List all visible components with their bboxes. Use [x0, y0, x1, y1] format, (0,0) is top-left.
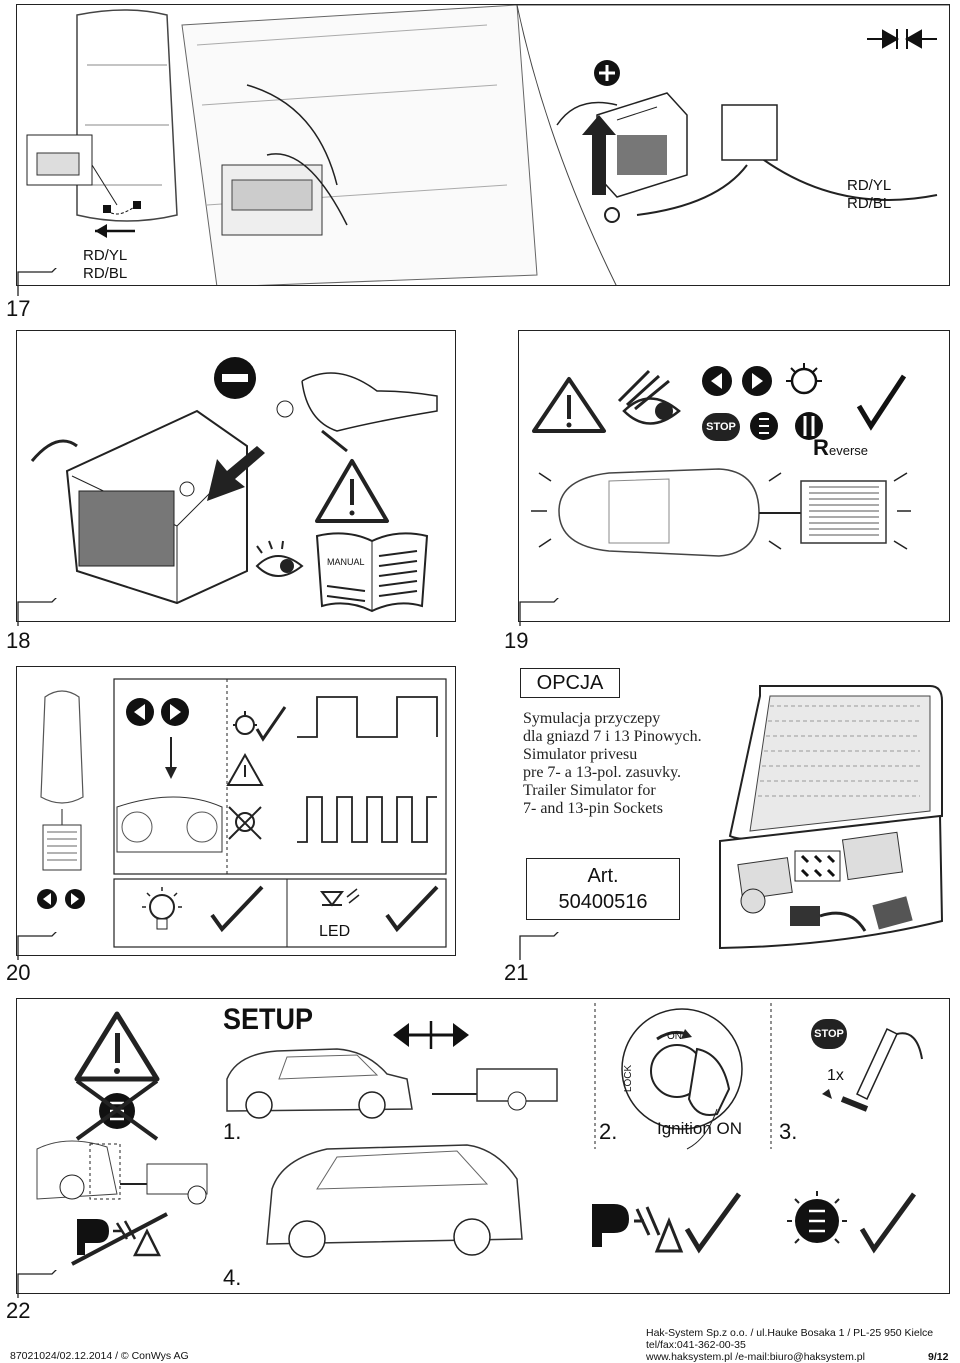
lock-label: LOCK — [623, 1064, 635, 1093]
footer-company-address: Hak-System Sp.z o.o. / ul.Hauke Bosaka 1… — [646, 1327, 934, 1339]
step-number-19: 19 — [504, 628, 529, 653]
setup-step-4: 4. — [223, 1265, 242, 1290]
page-number: 9/12 — [928, 1351, 949, 1363]
wire-labels-right: RD/YL RD/BL — [847, 177, 891, 213]
desc-line-5: Trailer Simulator for — [523, 782, 656, 799]
setup-illustration — [36, 1003, 923, 1266]
wire-label-blue-right: RD/BL — [847, 195, 892, 212]
light-check-illustration — [531, 363, 911, 557]
setup-step-2: 2. — [599, 1119, 618, 1144]
simulator-case-illustration — [719, 685, 944, 950]
step-number-18: 18 — [6, 628, 31, 653]
wire-label-blue: RD/BL — [83, 265, 128, 282]
step-20-corner — [17, 932, 57, 960]
desc-line-2: dla gniazd 7 i 13 Pinowych. — [523, 728, 702, 745]
step-number-20: 20 — [6, 960, 31, 985]
led-label: LED — [319, 923, 351, 940]
stop-badge: STOP — [702, 413, 740, 441]
footer-web: www.haksystem.pl /e-mail:biuro@haksystem… — [646, 1351, 865, 1363]
stop-badge-22: STOP — [811, 1019, 847, 1049]
footer-company: Hak-System Sp.z o.o. / ul.Hauke Bosaka 1… — [646, 1327, 933, 1363]
setup-step-1: 1. — [223, 1119, 242, 1144]
step-21-panel: OPCJA Symulacja przyczepy dla gniazd 7 i… — [518, 666, 950, 956]
step-19-corner — [519, 598, 559, 626]
product-description: Symulacja przyczepy dla gniazd 7 i 13 Pi… — [523, 710, 702, 818]
footer-doc-code: 87021024/02.12.2014 / © ConWys AG — [10, 1350, 189, 1362]
desc-line-3: Simulator privesu — [523, 746, 638, 763]
press-count: 1x — [827, 1067, 844, 1084]
wire-label-yellow-right: RD/YL — [847, 177, 892, 194]
step-18-corner — [17, 598, 57, 626]
desc-line-6: 7- and 13-pin Sockets — [523, 800, 663, 817]
step-18-panel: MANUAL — [16, 330, 456, 622]
option-label: OPCJA — [536, 671, 604, 694]
reverse-label: everse — [829, 443, 869, 458]
step-number-22: 22 — [6, 1298, 31, 1323]
step-22-panel: SETUP 1. 2. Ignition ON 3. 4. LOCK ON ST… — [16, 998, 950, 1294]
setup-step-3: 3. — [779, 1119, 798, 1144]
article-label: Art. — [587, 865, 619, 887]
option-box: OPCJA — [520, 668, 620, 698]
article-box: Art. 50400516 — [526, 858, 680, 920]
manual-label: MANUAL — [327, 557, 365, 567]
step-20-panel: LED — [16, 666, 456, 956]
step-21-corner — [519, 932, 559, 960]
step-19-panel: STOP R everse — [518, 330, 950, 622]
desc-line-4: pre 7- a 13-pol. zasuvky. — [523, 764, 682, 781]
step-number-21: 21 — [504, 960, 529, 985]
reverse-letter: R — [813, 435, 829, 460]
wire-labels-left: RD/YL RD/BL — [83, 247, 127, 283]
engine-bay-illustration — [26, 5, 949, 285]
battery-disconnect-illustration — [30, 357, 438, 613]
ignition-label: Ignition ON — [657, 1119, 743, 1138]
wire-label-yellow: RD/YL — [83, 247, 128, 264]
desc-line-1: Symulacja przyczepy — [523, 710, 661, 727]
step-17-corner — [17, 268, 57, 296]
signal-pattern-illustration — [37, 678, 447, 948]
article-number: 50400516 — [558, 891, 648, 913]
setup-title: SETUP — [223, 1003, 314, 1036]
footer-phone: tel/fax:041-362-00-35 — [646, 1339, 746, 1351]
step-number-17: 17 — [6, 296, 31, 321]
step-17-panel: RD/YL RD/BL RD/YL RD/BL — [16, 4, 950, 286]
on-label: ON — [667, 1031, 682, 1042]
step-22-corner — [17, 1270, 57, 1298]
